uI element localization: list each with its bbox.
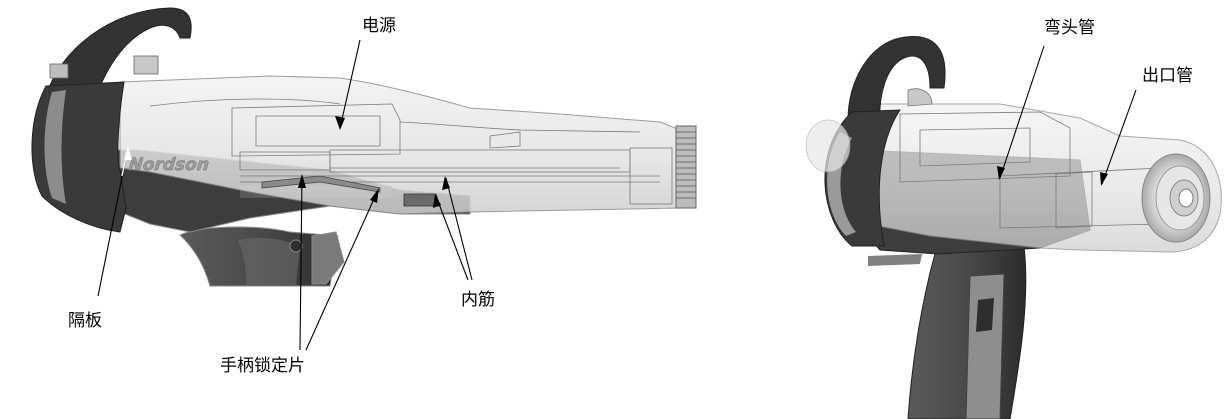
label-outlet-tube: 出口管 (1142, 66, 1193, 86)
left-gun-hook (45, 7, 192, 97)
left-gun-view: Nordson (31, 7, 697, 287)
callout-labels: 电源 隔板 手柄锁定片 内筋 弯头管 出口管 (68, 16, 1193, 376)
right-gun-view (805, 36, 1222, 419)
left-gun-trigger (311, 231, 345, 285)
right-gun-transparent-shell (875, 103, 1222, 253)
label-partition: 隔板 (68, 311, 102, 331)
label-handle-lock: 手柄锁定片 (220, 356, 305, 376)
callout-leaders (97, 39, 1137, 351)
label-inner-rib: 内筋 (461, 290, 495, 310)
label-elbow-tube: 弯头管 (1044, 18, 1095, 38)
left-gun-nozzle-thread (675, 125, 697, 209)
nordson-logo: Nordson (128, 155, 210, 175)
right-gun-hook (847, 36, 946, 127)
label-power-supply: 电源 (362, 16, 396, 36)
